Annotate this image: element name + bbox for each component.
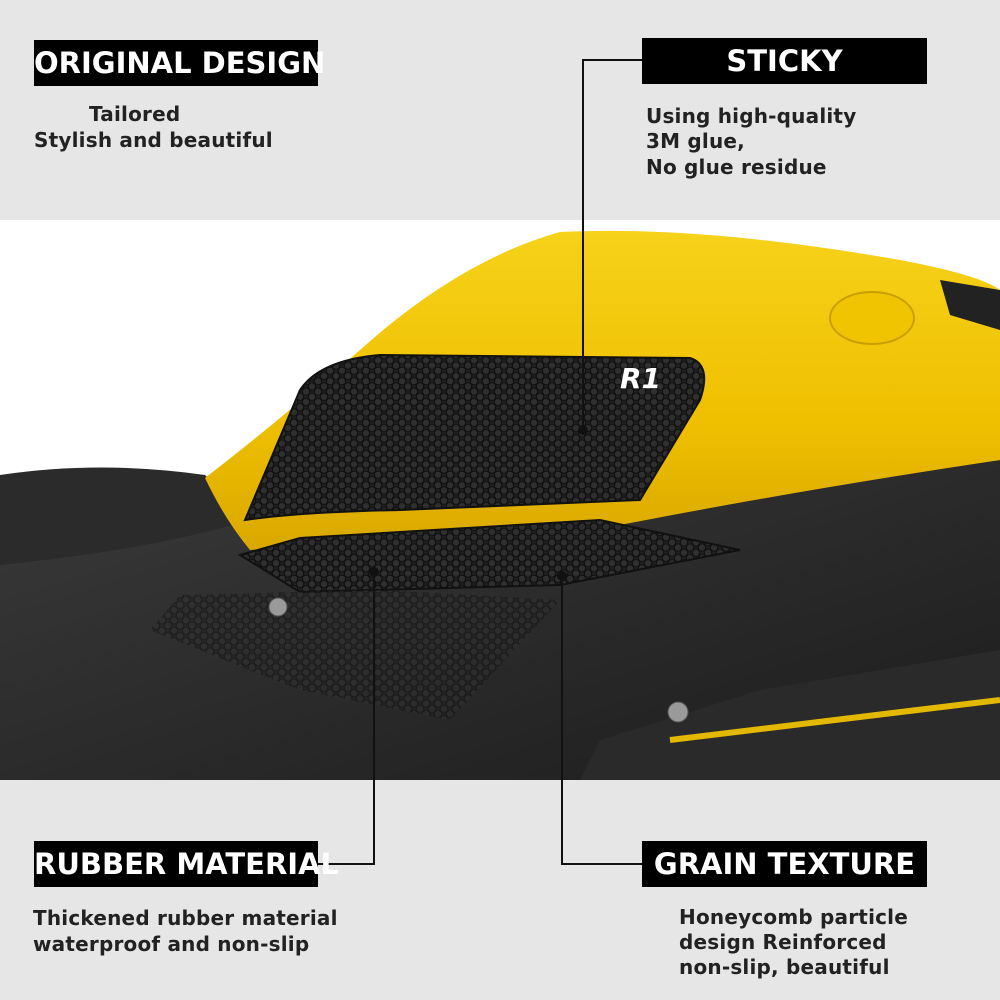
rubber-material-label: RUBBER MATERIAL [34,841,339,887]
fuel-cap [829,291,915,345]
bolt [667,701,689,723]
bolt [268,597,288,617]
sticky-label: STICKY [642,38,927,84]
bottom-info-band [0,780,1000,1000]
top-info-band [0,0,1000,220]
product-photo: R1 [0,220,1000,780]
sticky-line-1: Using high-quality [646,104,857,128]
pad-logo: R1 [620,362,661,395]
yellow-trim [669,697,1000,743]
original-design-label: ORIGINAL DESIGN [34,40,325,86]
original-design-line-2: Stylish and beautiful [34,128,273,152]
sticky-line-3: No glue residue [646,155,827,179]
seat [0,467,250,565]
grain-texture-line-2: design Reinforced [679,930,887,954]
grain-texture-line-3: non-slip, beautiful [679,955,890,979]
grain-texture-label: GRAIN TEXTURE [642,841,927,887]
rubber-material-line-2: waterproof and non-slip [33,932,310,956]
sticky-line-2: 3M glue, [646,129,745,153]
grain-texture-line-1: Honeycomb particle [679,905,909,929]
rubber-material-line-1: Thickened rubber material [33,906,338,930]
original-design-line-1: Tailored [89,102,181,126]
air-vent [940,280,1000,330]
side-panel [580,650,1000,780]
